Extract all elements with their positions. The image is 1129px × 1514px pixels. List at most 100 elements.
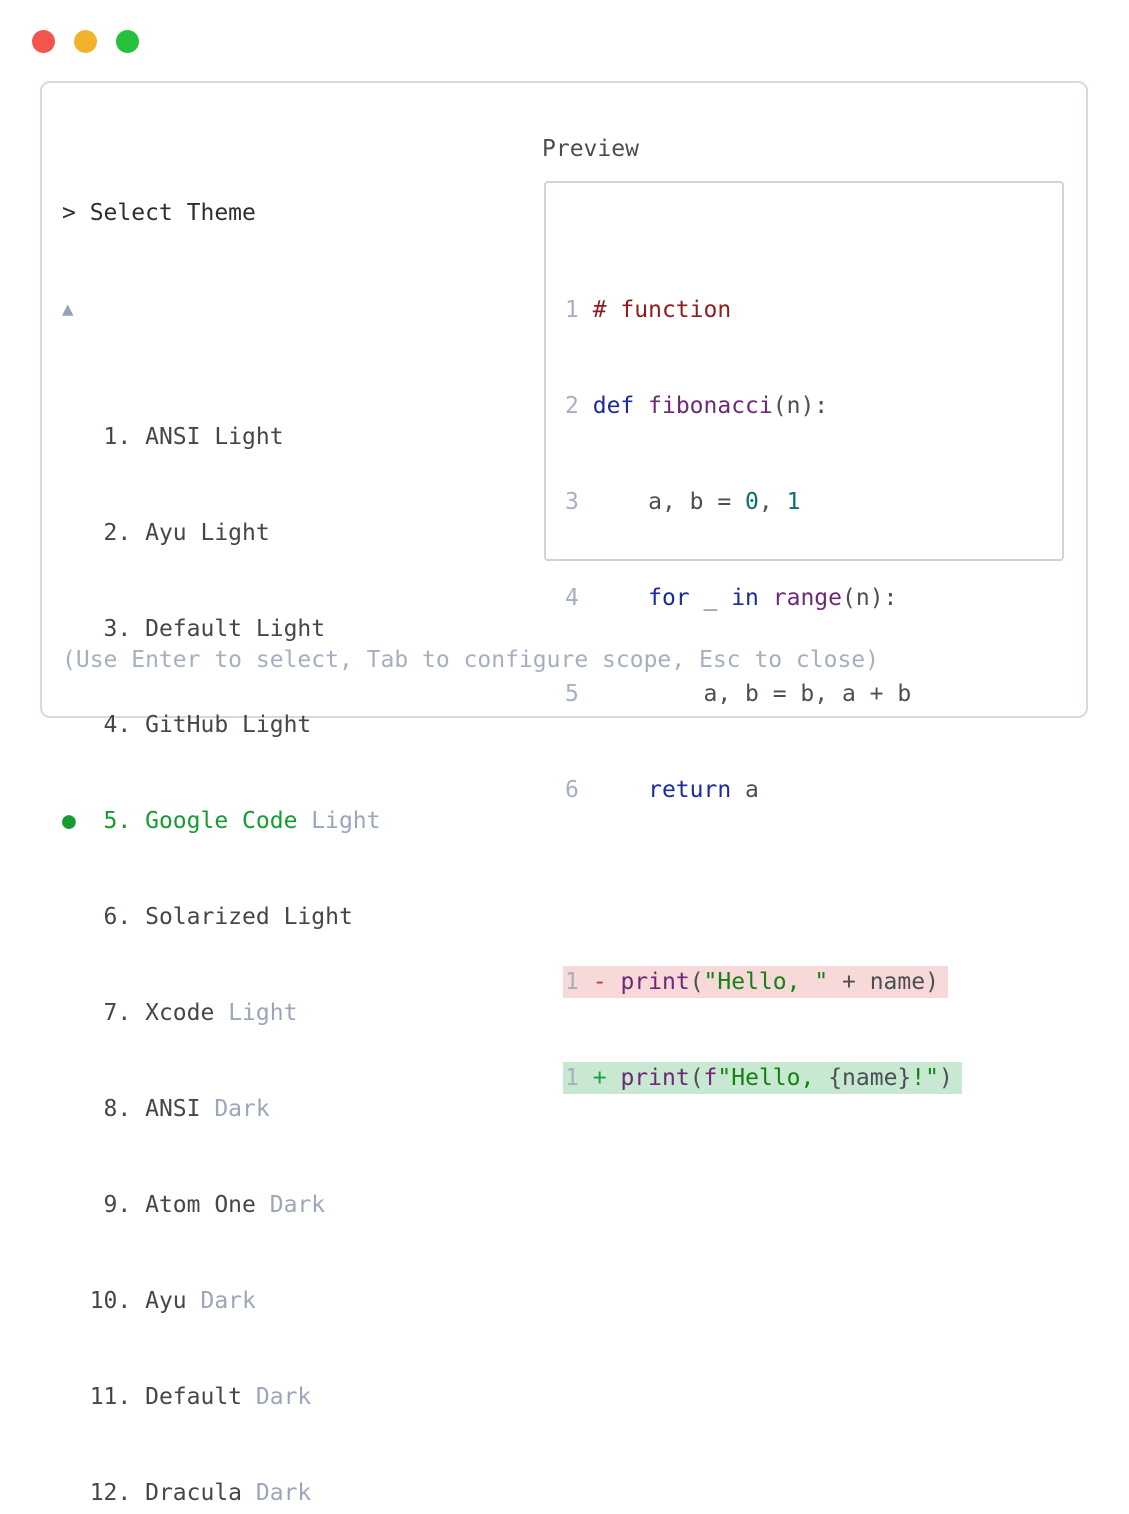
keyboard-hint-text: (Use Enter to select, Tab to configure s… [62,647,879,673]
theme-list-item-10[interactable]: 10. Ayu Dark [62,1285,381,1317]
token-function-name: fibonacci [648,393,773,419]
selected-item-bullet-and-number: ● 5. [62,808,146,834]
theme-item-number: 3. [62,616,146,642]
theme-item-name: GitHub Light [145,712,312,738]
theme-list-item-11[interactable]: 11. Default Dark [62,1381,381,1413]
line-number: 1 [565,969,579,995]
theme-item-number: 12. [62,1480,146,1506]
theme-list-item-1[interactable]: 1. ANSI Light [62,421,381,453]
token-plain: ( [689,1065,704,1091]
token-fstring-substitution: {name} [828,1065,912,1091]
theme-list-item-6[interactable]: 6. Solarized Light [62,901,381,933]
theme-item-variant: Dark [200,1096,270,1122]
line-number: 4 [565,585,579,611]
token-plain [579,777,648,803]
code-blank-line [565,870,962,902]
token-plain: a, b = b, a + b [578,681,912,707]
token-fstring-prefix: f [703,1065,718,1091]
token-keyword: in [731,585,759,611]
diff-removed-marker: - [592,969,607,995]
token-plain [579,969,593,995]
theme-item-name: Default [145,1384,243,1410]
theme-item-number: 1. [62,424,146,450]
theme-list-item-7[interactable]: 7. Xcode Light [62,997,381,1029]
token-function-name: print [620,969,690,995]
theme-item-number: 9. [62,1192,146,1218]
theme-item-variant: Dark [242,1384,312,1410]
token-plain: a [731,777,759,803]
scroll-up-indicator-icon[interactable]: ▲ [62,298,74,320]
token-function-name: print [620,1065,690,1091]
code-line-1: 1 # function [565,294,962,326]
theme-list-item-2[interactable]: 2. Ayu Light [62,517,381,549]
close-window-button[interactable] [32,30,55,53]
theme-item-variant: Light [214,1000,298,1026]
zoom-window-button[interactable] [116,30,139,53]
token-plain [579,585,648,611]
code-line-5: 5 a, b = b, a + b [565,678,962,710]
theme-item-number: 6. [62,904,146,930]
token-plain [759,585,773,611]
minimize-window-button[interactable] [74,30,97,53]
diff-removed-line: 1 - print("Hello, " + name) [563,966,948,998]
token-keyword: for [648,585,690,611]
line-number: 5 [565,681,579,707]
theme-item-number: 7. [62,1000,146,1026]
token-plain [607,1065,621,1091]
token-plain [607,969,621,995]
code-line-6: 6 return a [565,774,962,806]
theme-list-item-5-selected[interactable]: ● 5. Google Code Light [62,805,381,837]
code-line-3: 3 a, b = 0, 1 [565,486,962,518]
token-plain: a, b = [578,489,746,515]
theme-item-name: Solarized Light [145,904,353,930]
token-function-name: range [772,585,843,611]
code-line-4: 4 for _ in range(n): [565,582,962,614]
token-comment: # function [578,297,732,323]
theme-item-number: 2. [62,520,146,546]
token-plain [634,393,648,419]
theme-item-number: 4. [62,712,146,738]
line-number: 1 [565,1065,579,1091]
theme-list-item-9[interactable]: 9. Atom One Dark [62,1189,381,1221]
theme-item-name: Ayu Light [145,520,270,546]
theme-item-name: Xcode [145,1000,215,1026]
line-number: 3 [565,489,579,515]
theme-item-number: 11. [62,1384,146,1410]
token-number-literal: 1 [786,489,801,515]
token-string: "Hello, [717,1065,829,1091]
theme-item-variant: Dark [186,1288,256,1314]
token-plain: + name [828,969,926,995]
token-plain: (n): [842,585,898,611]
line-number: 6 [565,777,579,803]
token-plain: , [758,489,787,515]
theme-list-item-8[interactable]: 8. ANSI Dark [62,1093,381,1125]
select-theme-prompt: > Select Theme [62,200,256,226]
theme-item-name: Google Code [145,808,298,834]
theme-item-name: Atom One [145,1192,256,1218]
theme-selector-window: > Select Theme ▲ 1. ANSI Light 2. Ayu Li… [40,81,1088,1506]
theme-item-variant: Dark [242,1480,312,1506]
token-string: !" [911,1065,939,1091]
token-plain: _ [689,585,732,611]
token-plain [579,1065,593,1091]
theme-item-name: Default Light [145,616,326,642]
theme-list-item-3[interactable]: 3. Default Light [62,613,381,645]
token-plain: ) [938,1065,953,1091]
line-number: 2 [565,393,579,419]
token-keyword: return [648,777,732,803]
theme-selector-pane: > Select Theme ▲ 1. ANSI Light 2. Ayu Li… [62,133,381,1514]
theme-item-number: 8. [62,1096,146,1122]
theme-item-name: Ayu [145,1288,187,1314]
token-plain [579,393,593,419]
theme-list-item-12[interactable]: 12. Dracula Dark [62,1477,381,1509]
diff-added-line: 1 + print(f"Hello, {name}!") [563,1062,962,1094]
theme-item-number: 10. [62,1288,146,1314]
token-keyword: def [592,393,635,419]
token-plain: ( [689,969,704,995]
token-plain: ) [925,969,939,995]
diff-added-marker: + [592,1065,607,1091]
theme-item-variant: Light [297,808,381,834]
code-line-2: 2 def fibonacci(n): [565,390,962,422]
token-string: "Hello, " [703,969,829,995]
theme-list-item-4[interactable]: 4. GitHub Light [62,709,381,741]
